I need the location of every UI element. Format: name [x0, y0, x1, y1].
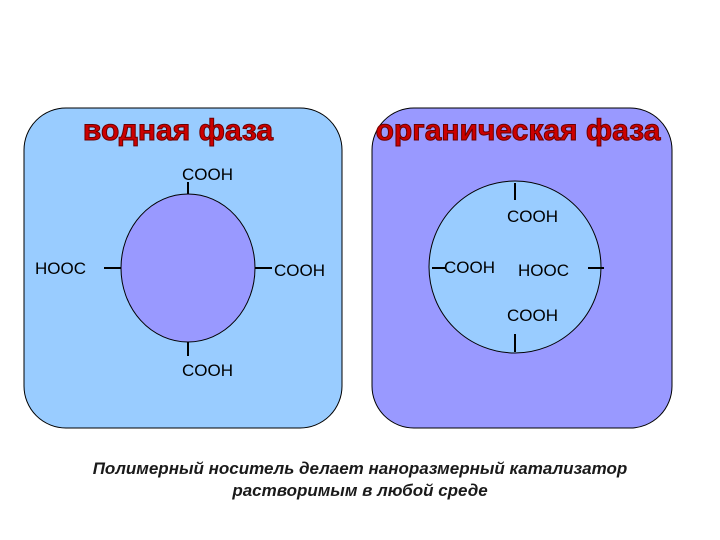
caption-line-2: растворимым в любой среде [232, 481, 488, 500]
water-label-bottom: COOH [182, 361, 233, 380]
water-label-right: COOH [274, 261, 325, 280]
organic-label-left: COOH [444, 258, 495, 277]
organic-label-right: HOOC [518, 261, 569, 280]
organic-particle: COOH COOH HOOC COOH [428, 180, 604, 354]
caption: Полимерный носитель делает наноразмерный… [60, 458, 660, 502]
water-label-top: COOH [182, 165, 233, 184]
water-phase-title: водная фаза [83, 114, 273, 147]
water-particle: COOH HOOC COOH COOH [35, 165, 325, 380]
water-label-left: HOOC [35, 259, 86, 278]
water-particle-sphere [120, 193, 256, 343]
organic-label-bottom: COOH [507, 306, 558, 325]
caption-line-1: Полимерный носитель делает наноразмерный… [92, 459, 628, 478]
organic-label-top: COOH [507, 207, 558, 226]
organic-phase-title: органическая фаза [376, 114, 661, 147]
